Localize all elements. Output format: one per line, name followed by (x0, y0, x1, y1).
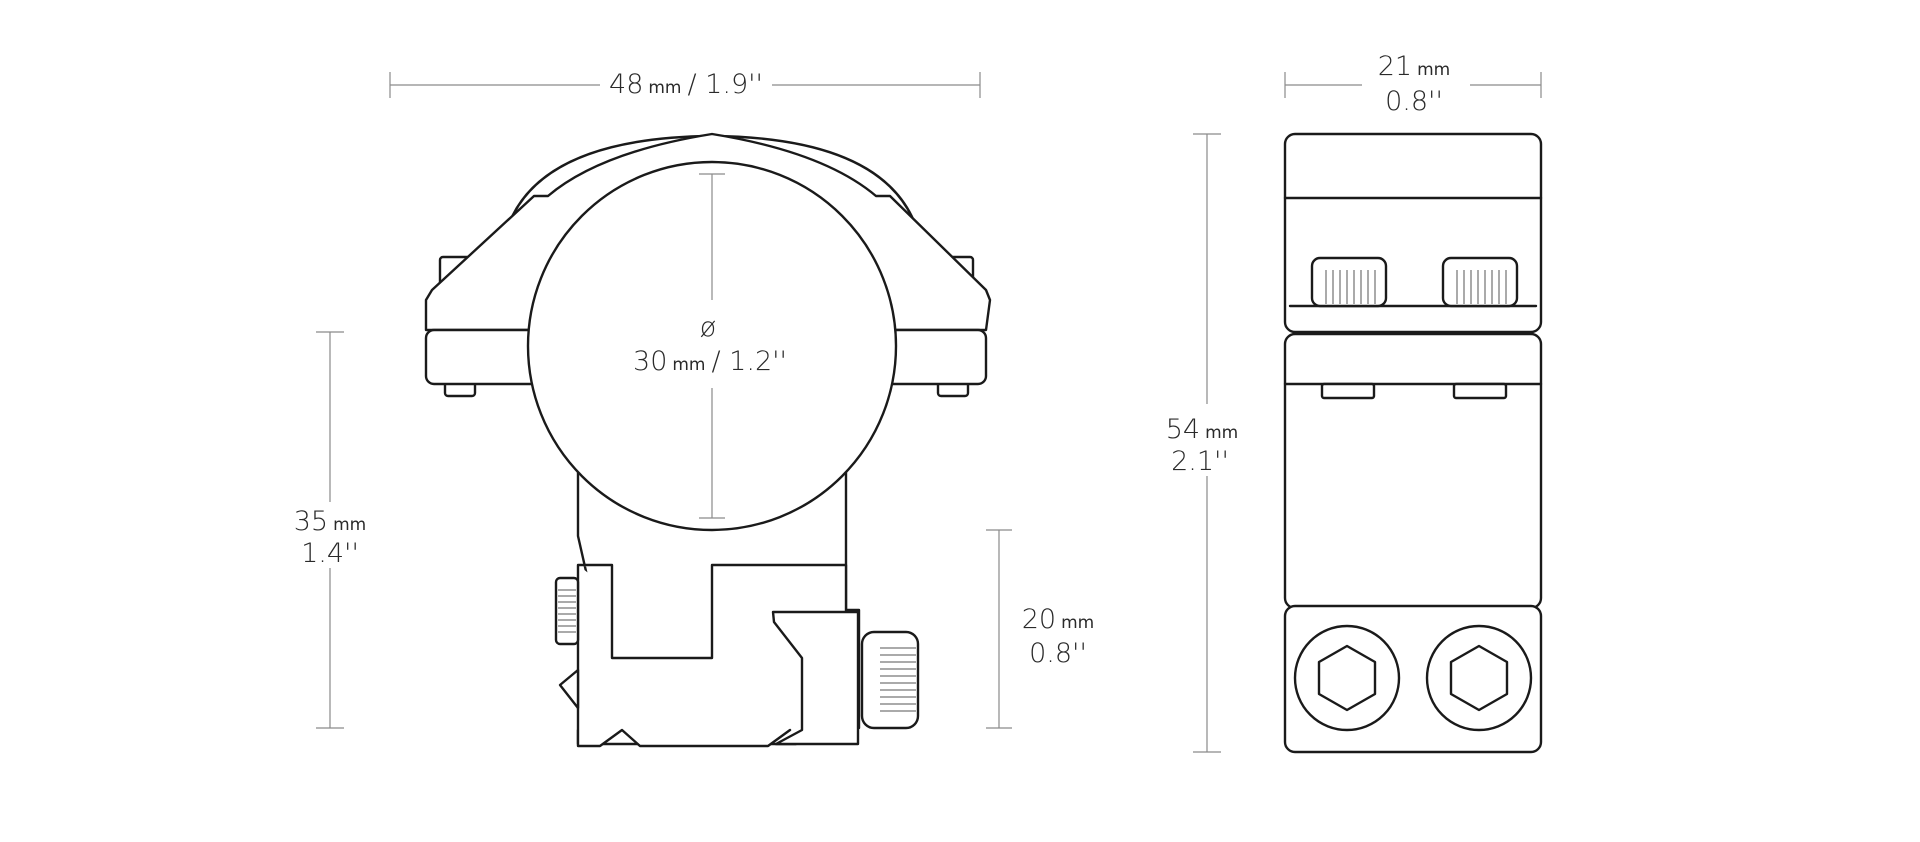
h20-imperial-label: 0.8'' (1029, 638, 1087, 669)
left-cross-bolt (554, 576, 580, 646)
ring-base (576, 563, 860, 748)
thumb-knob-knurl (880, 647, 916, 712)
side-screw-knurl (1325, 270, 1507, 304)
bore-diameter-symbol: ø (700, 312, 717, 343)
h54-imperial-label: 2.1'' (1171, 446, 1229, 477)
hex-bolt-right-icon (1449, 644, 1509, 712)
dimension-lines (316, 72, 1542, 753)
h35-imperial-label: 1.4'' (301, 538, 359, 569)
thumb-knob (860, 630, 920, 730)
rail-clamp-tab (558, 668, 580, 710)
front-view (424, 132, 992, 748)
side-nut-right (1452, 382, 1508, 400)
hex-bolt-left-icon (1317, 644, 1377, 712)
depth-imperial-label: 0.8'' (1385, 86, 1443, 117)
side-nut-left (1320, 382, 1376, 400)
bore-circle (526, 160, 898, 532)
side-lower-body (1283, 332, 1543, 610)
left-cross-bolt-knurl (558, 589, 576, 633)
side-view (1283, 132, 1543, 754)
